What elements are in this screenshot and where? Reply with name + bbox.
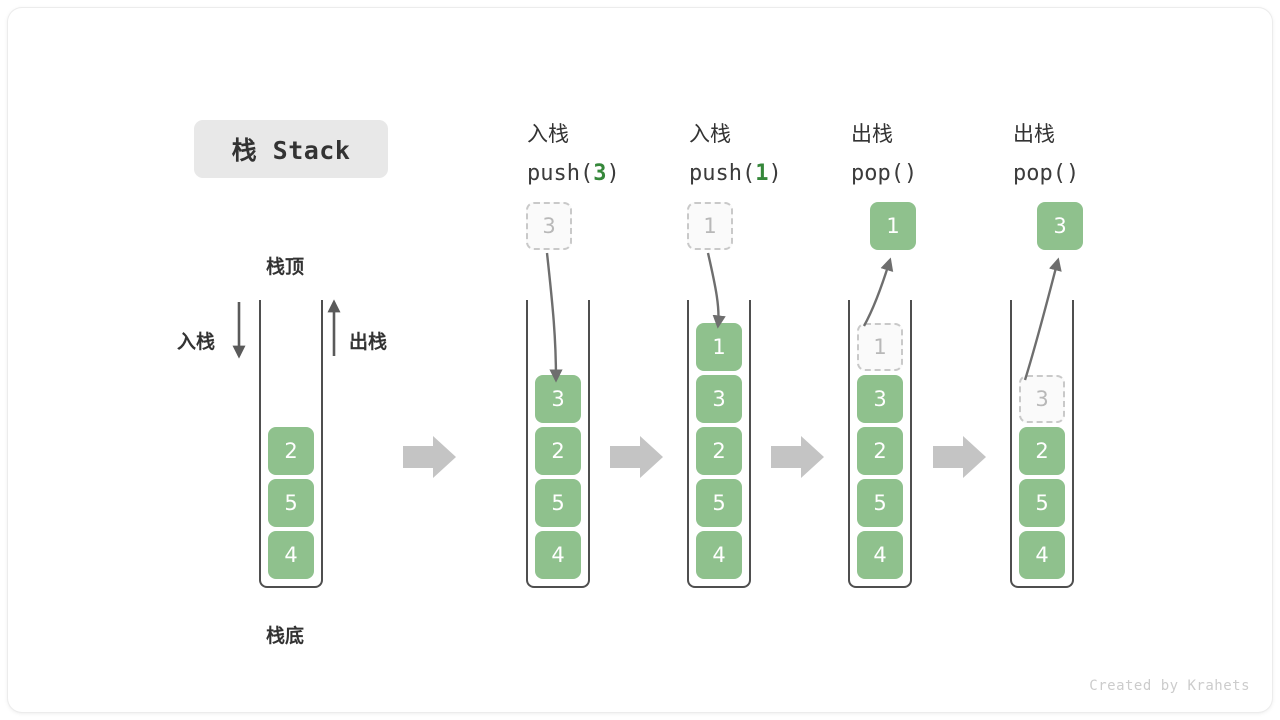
flow-arrow-icon-2 (610, 436, 663, 478)
caption-cn: 入栈 (527, 122, 569, 146)
stack-cell: 4 (696, 531, 742, 579)
caption-cn: 入栈 (689, 122, 731, 146)
stack-cell: 3 (696, 375, 742, 423)
caption-cn: 出栈 (851, 122, 893, 146)
code-suffix: ) (1065, 161, 1080, 186)
caption-pop-1: 出栈 pop() (851, 114, 1031, 194)
caption-code: push(1) (689, 154, 869, 194)
caption-code: push(3) (527, 154, 707, 194)
stack-cell-ghost: 1 (857, 323, 903, 371)
stack-cell: 2 (696, 427, 742, 475)
code-suffix: ) (768, 161, 782, 186)
code-prefix: pop( (851, 161, 904, 186)
stack-cell: 5 (268, 479, 314, 527)
stack-cell: 4 (535, 531, 581, 579)
code-arg: 1 (755, 161, 769, 186)
stack-cell: 3 (535, 375, 581, 423)
caption-pop-3: 出栈 pop() (1013, 114, 1193, 194)
caption-push-3: 入栈 push(3) (527, 114, 707, 194)
stack-cell: 2 (857, 427, 903, 475)
stack-cell: 4 (268, 531, 314, 579)
caption-code: pop() (1013, 154, 1193, 194)
code-suffix: ) (606, 161, 620, 186)
stack-top-label: 栈顶 (266, 256, 305, 278)
stack-cell: 5 (696, 479, 742, 527)
stack-cell: 5 (857, 479, 903, 527)
caption-push-1: 入栈 push(1) (689, 114, 869, 194)
stack-cell: 5 (535, 479, 581, 527)
code-prefix: push( (527, 161, 594, 186)
page-title: 栈 Stack (194, 120, 388, 178)
stack-cell: 5 (1019, 479, 1065, 527)
code-prefix: pop( (1013, 161, 1066, 186)
flow-arrow-icon-3 (771, 436, 824, 478)
stack-bottom-label: 栈底 (266, 625, 305, 647)
code-arg: 3 (593, 161, 607, 186)
stack-cell: 3 (857, 375, 903, 423)
caption-cn: 出栈 (1013, 122, 1055, 146)
pop-direction-label: 出栈 (349, 331, 388, 353)
floating-box-pop-3: 3 (1037, 202, 1083, 250)
stack-cell: 4 (857, 531, 903, 579)
caption-code: pop() (851, 154, 1031, 194)
flow-arrow-icon-1 (403, 436, 456, 478)
stack-cell: 2 (1019, 427, 1065, 475)
stack-cell-ghost: 3 (1019, 375, 1065, 423)
credit-text: Created by Krahets (1089, 678, 1250, 694)
flow-arrow-icon-4 (933, 436, 986, 478)
floating-box-pop-1: 1 (870, 202, 916, 250)
code-prefix: push( (689, 161, 756, 186)
floating-box-push-3: 3 (526, 202, 572, 250)
stack-cell: 1 (696, 323, 742, 371)
stack-cell: 2 (535, 427, 581, 475)
diagram-card: 栈 Stack 栈顶 栈底 入栈 出栈 入栈 push(3) 入栈 push(1… (8, 8, 1272, 712)
push-direction-label: 入栈 (177, 331, 216, 353)
stack-cell: 2 (268, 427, 314, 475)
floating-box-push-1: 1 (687, 202, 733, 250)
stack-cell: 4 (1019, 531, 1065, 579)
code-suffix: ) (903, 161, 918, 186)
